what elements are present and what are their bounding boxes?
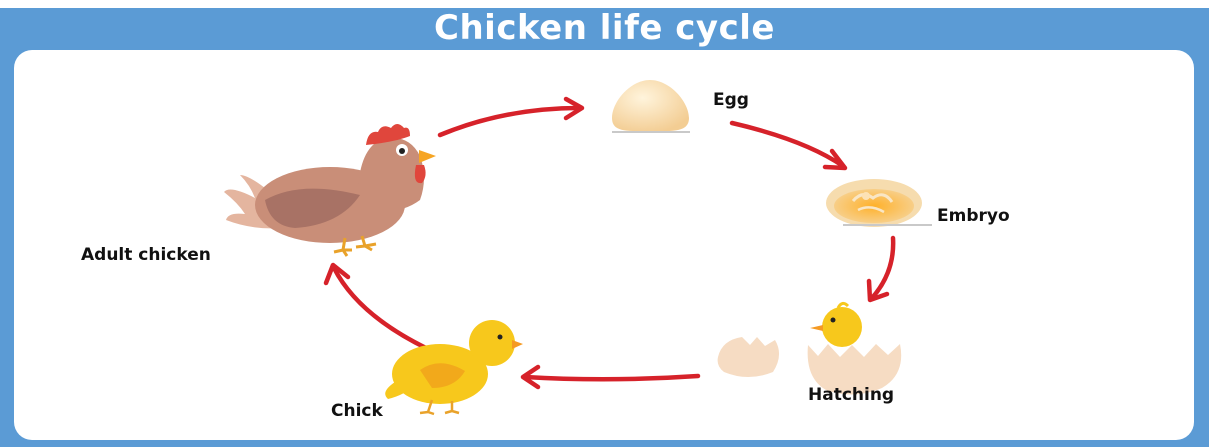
arrow-egg-to-embryo	[732, 123, 845, 168]
embryo-icon	[826, 179, 932, 227]
arrow-embryo-to-hatching	[869, 238, 893, 300]
egg-icon	[612, 80, 690, 132]
label-chick: Chick	[331, 401, 383, 421]
arrow-chick-to-adult	[326, 265, 428, 349]
hen-icon	[224, 124, 436, 256]
arrow-adult-to-egg	[440, 99, 582, 135]
label-egg: Egg	[713, 90, 749, 110]
hatching-chick-icon	[718, 303, 902, 394]
label-embryo: Embryo	[937, 206, 1010, 226]
chick-icon	[385, 320, 523, 414]
arrow-hatching-to-chick	[523, 367, 698, 387]
label-adult-chicken: Adult chicken	[81, 245, 211, 265]
label-hatching: Hatching	[808, 385, 894, 405]
